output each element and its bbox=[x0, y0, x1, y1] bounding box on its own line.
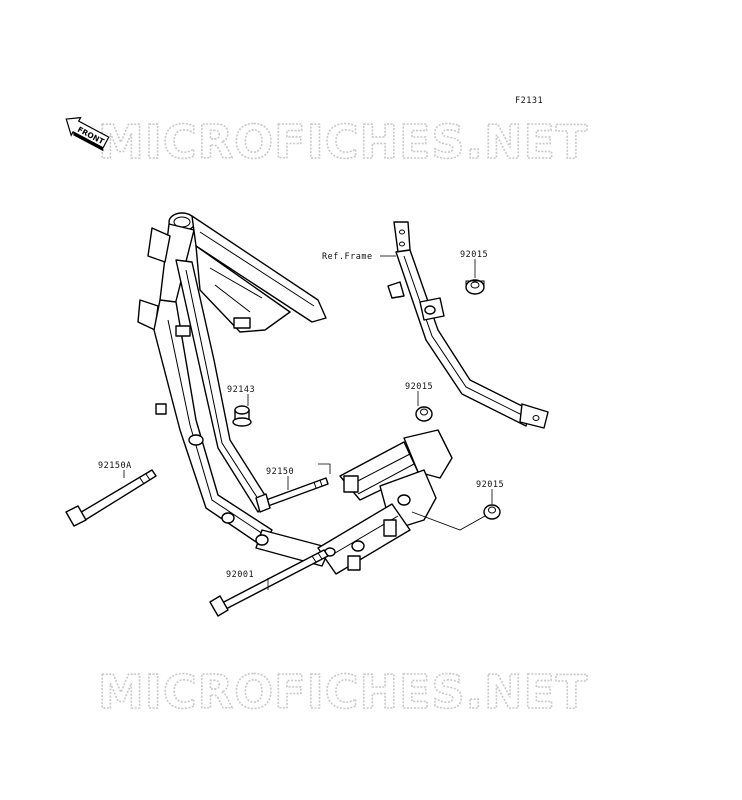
label-92015-mid: 92015 bbox=[405, 382, 433, 392]
label-92015-top: 92015 bbox=[460, 250, 488, 260]
nut-92015-right bbox=[483, 504, 501, 520]
bolt-92150 bbox=[255, 477, 329, 513]
main-frame bbox=[137, 212, 331, 567]
label-92143: 92143 bbox=[227, 385, 255, 395]
label-92015-right: 92015 bbox=[476, 480, 504, 490]
diagram-code: F2131 bbox=[515, 96, 543, 106]
label-92150a: 92150A bbox=[98, 461, 132, 471]
ref-frame bbox=[387, 221, 549, 429]
bolt-92001 bbox=[209, 549, 329, 617]
label-ref-frame: Ref.Frame bbox=[322, 252, 373, 262]
nut-92015-mid bbox=[415, 406, 433, 422]
nut-92015-top bbox=[465, 279, 485, 295]
bolt-92150a bbox=[65, 469, 157, 527]
label-92001: 92001 bbox=[226, 570, 254, 580]
watermark-bottom: MICROFICHES.NET bbox=[98, 665, 588, 719]
label-92150: 92150 bbox=[266, 467, 294, 477]
collar-92143 bbox=[232, 405, 252, 427]
watermark-top: MICROFICHES.NET bbox=[98, 115, 588, 169]
engine-mount-bracket bbox=[317, 429, 453, 575]
